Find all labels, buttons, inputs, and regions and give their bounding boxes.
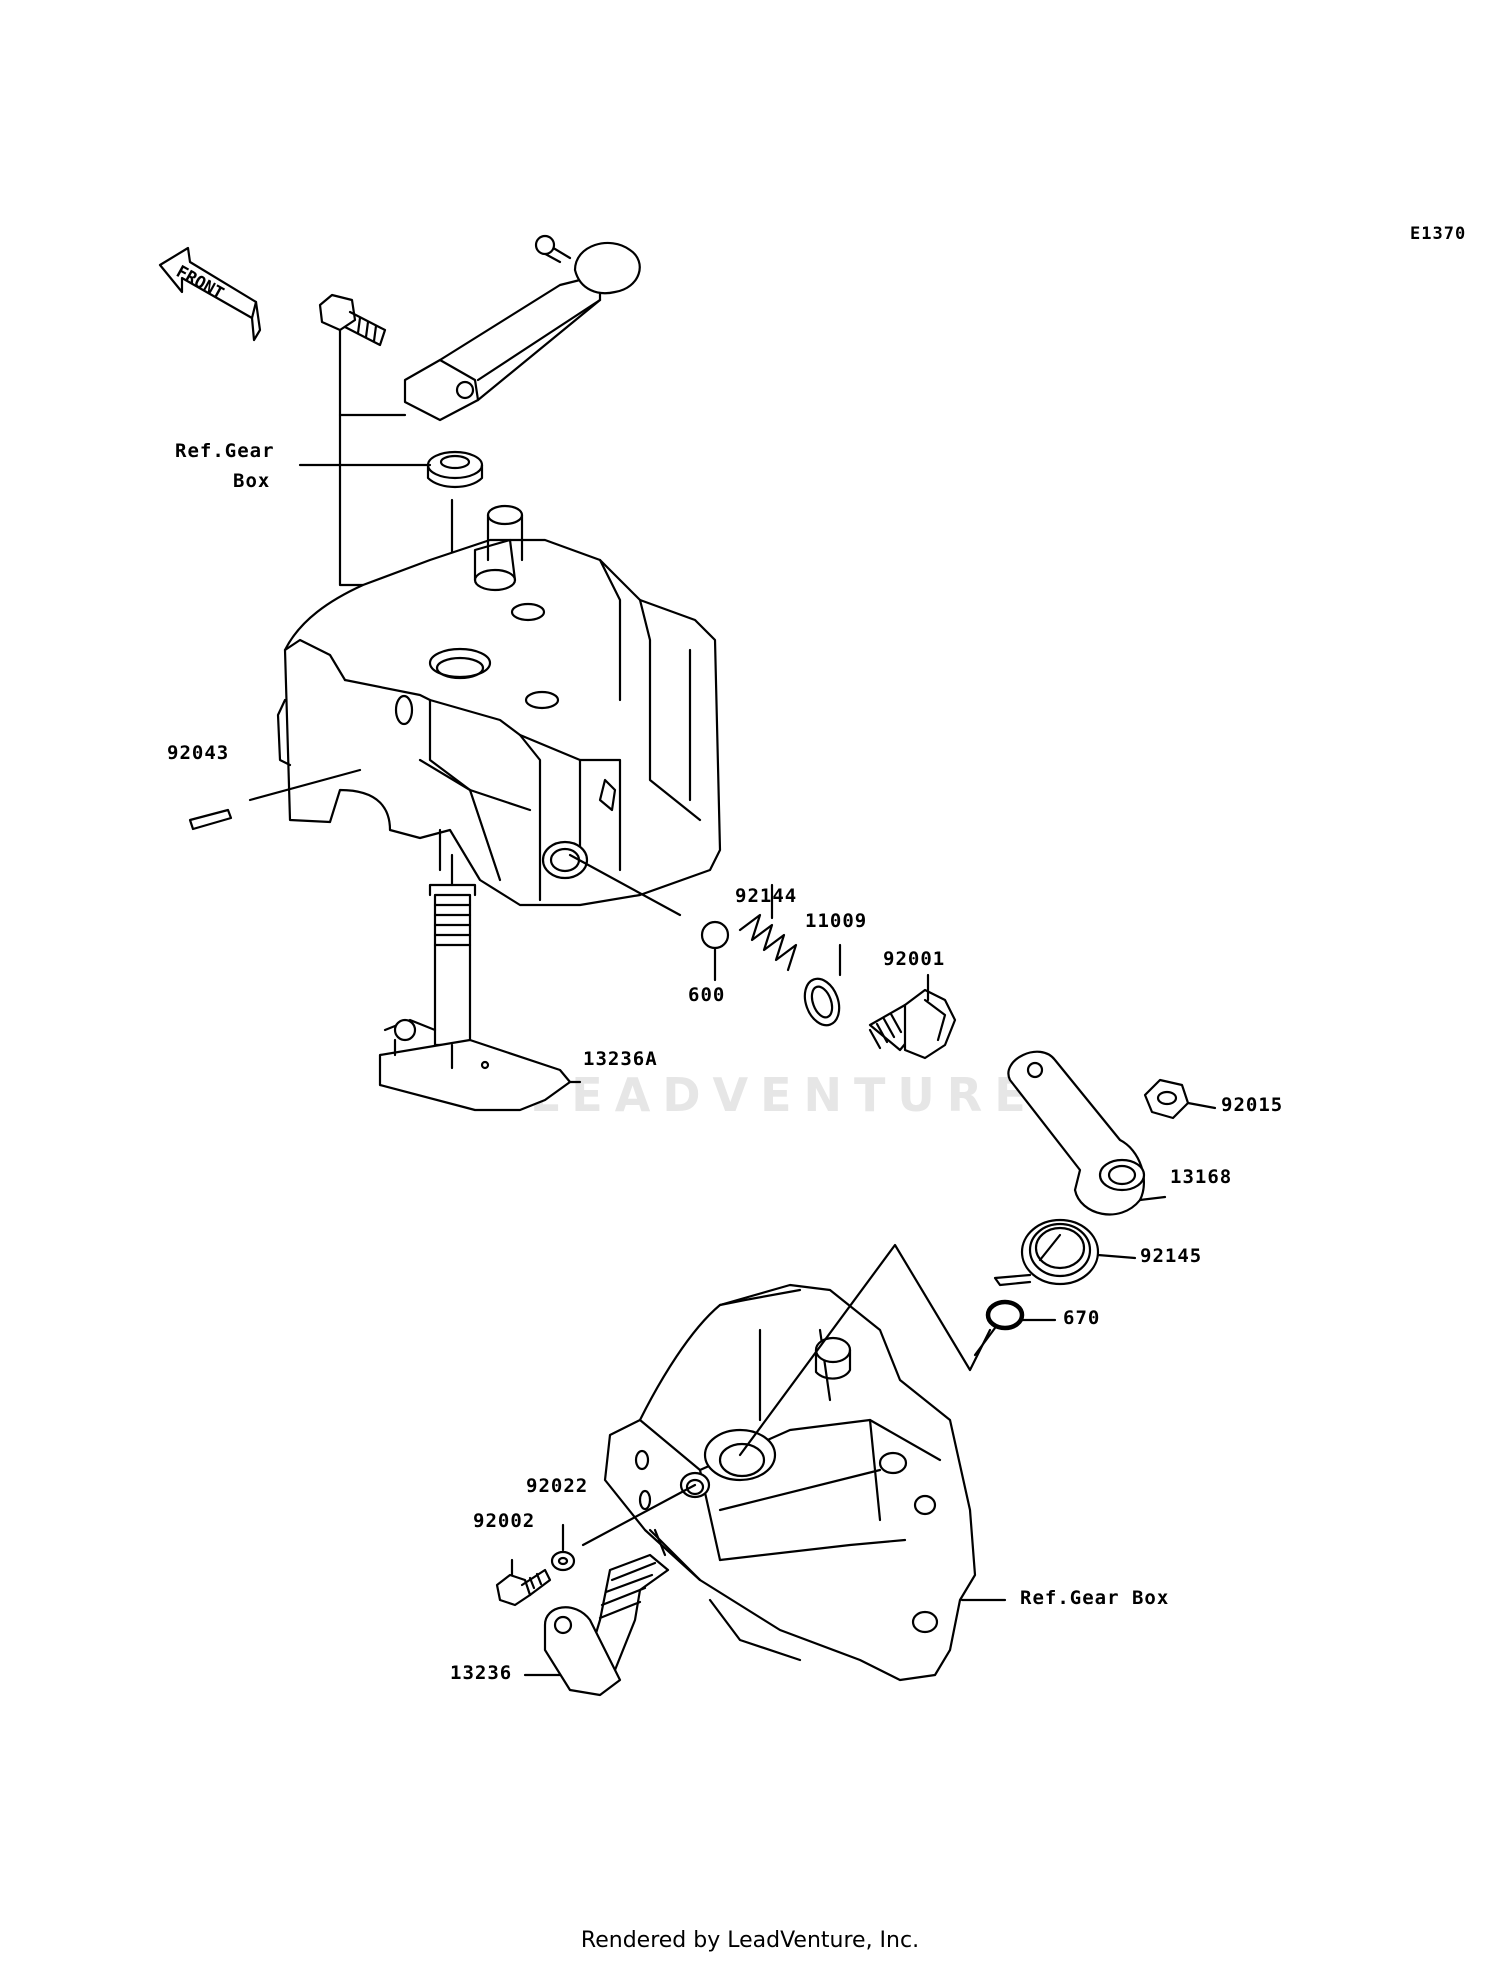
- washer-part: [426, 450, 484, 489]
- plug-part: [868, 973, 957, 1060]
- part-label-92015[interactable]: 92015: [1221, 1094, 1284, 1116]
- footer-credit: Rendered by LeadVenture, Inc.: [580, 1928, 920, 1953]
- part-label-600[interactable]: 600: [688, 984, 726, 1006]
- part-label-92022[interactable]: 92022: [526, 1475, 589, 1497]
- part-label-92002[interactable]: 92002: [473, 1510, 536, 1532]
- gasket-part: [803, 943, 842, 1027]
- torsion-spring-part: [993, 1218, 1137, 1287]
- ref-gear-box-label-top-line2: Box: [233, 470, 271, 492]
- part-label-670[interactable]: 670: [1063, 1307, 1101, 1329]
- washer-part-small: [550, 1523, 576, 1572]
- part-label-13236A[interactable]: 13236A: [583, 1048, 658, 1070]
- spring-part: [738, 883, 798, 972]
- part-label-11009[interactable]: 11009: [805, 910, 868, 932]
- ref-gear-box-label-top-line1: Ref.Gear: [175, 440, 275, 462]
- ref-gear-box-label-bottom: Ref.Gear Box: [1020, 1587, 1170, 1609]
- shift-shaft-lower-part: [523, 1528, 670, 1697]
- part-label-92144[interactable]: 92144: [735, 885, 798, 907]
- watermark-text: LEADVENTURE: [530, 1068, 1038, 1122]
- pin-part: [188, 768, 362, 831]
- part-label-92043[interactable]: 92043: [167, 742, 230, 764]
- nut-part: [1143, 1078, 1217, 1120]
- bolt-part-bottom: [495, 1558, 552, 1607]
- diagram-code: E1370: [1410, 224, 1467, 244]
- ball-part: [700, 920, 730, 950]
- bolt-part-top: [318, 293, 387, 347]
- upper-gear-box-housing: [276, 504, 722, 907]
- part-label-13236[interactable]: 13236: [450, 1662, 513, 1684]
- shift-pedal-part: [403, 234, 641, 422]
- lower-gear-box-housing: [603, 1283, 1007, 1682]
- part-label-92001[interactable]: 92001: [883, 948, 946, 970]
- shift-shaft-part: [378, 853, 582, 1112]
- part-label-92145[interactable]: 92145: [1140, 1245, 1203, 1267]
- lever-arm-part: [1007, 1050, 1167, 1216]
- circlip-part: [973, 1299, 1057, 1357]
- part-label-13168[interactable]: 13168: [1170, 1166, 1233, 1188]
- front-arrow-icon: [158, 246, 262, 342]
